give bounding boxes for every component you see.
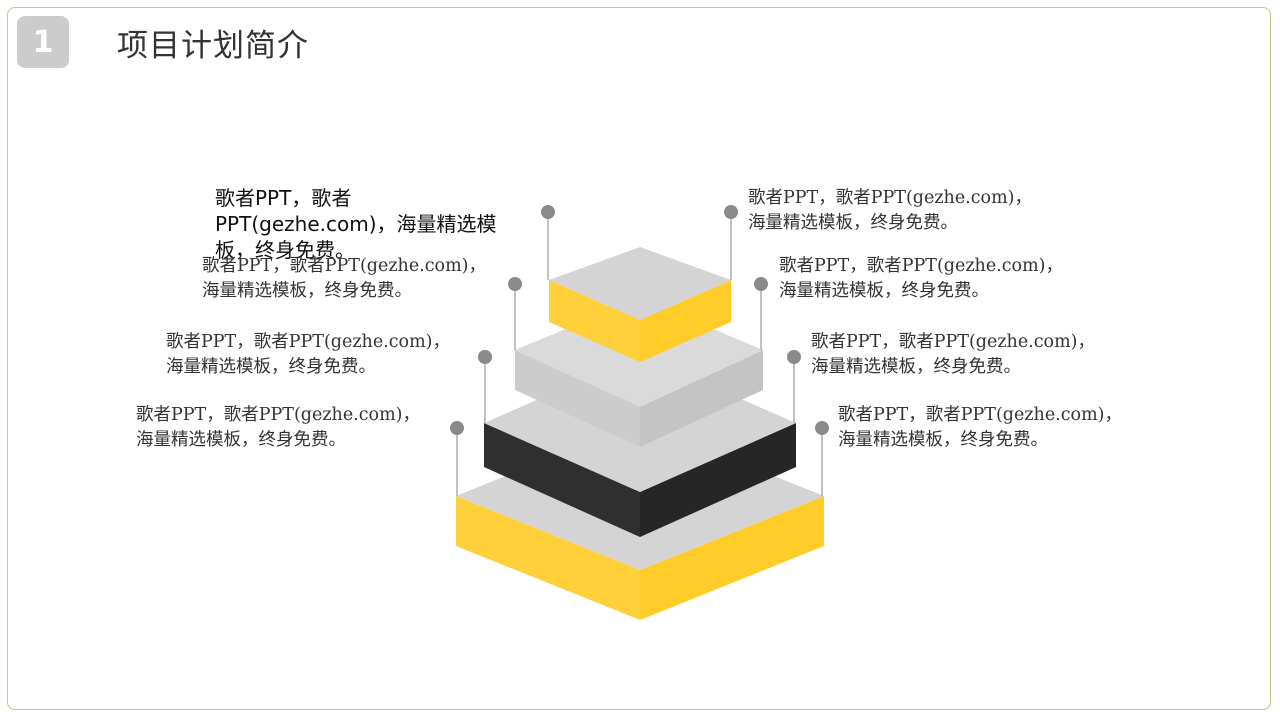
label-right-top: 歌者PPT，歌者PPT(gezhe.com)，海量精选模板，终身免费。 [748, 188, 1032, 233]
layer-top [549, 247, 731, 362]
slide-frame [7, 7, 1271, 710]
layer-bottom-left-face [456, 496, 640, 620]
layer-second-left-face [515, 350, 640, 447]
overlay-label: 歌者PPT，歌者PPT(gezhe.com)，海量精选模板，终身免费。 [215, 186, 497, 262]
dot-bottom-right [815, 421, 829, 435]
connectors [456, 212, 823, 496]
page-title: 项目计划简介 [117, 28, 309, 64]
layer-third-right-face [640, 423, 796, 537]
label-left-third: 歌者PPT，歌者PPT(gezhe.com)，海量精选模板，终身免费。 [166, 332, 450, 377]
dot-top-right [724, 205, 738, 219]
dot-third-left [478, 350, 492, 364]
label-right-third: 歌者PPT，歌者PPT(gezhe.com)，海量精选模板，终身免费。 [811, 332, 1095, 377]
label-left-bottom: 歌者PPT，歌者PPT(gezhe.com)，海量精选模板，终身免费。 [136, 405, 420, 450]
label-right-second: 歌者PPT，歌者PPT(gezhe.com)，海量精选模板，终身免费。 [779, 256, 1063, 301]
layer-second-right-face [640, 350, 763, 447]
layer-bottom-right-face [640, 496, 824, 620]
connector-dots [450, 205, 829, 435]
dot-bottom-left [450, 421, 464, 435]
dot-top-left [541, 205, 555, 219]
layer-third-left-face [484, 423, 640, 537]
layer-top-right-face [640, 280, 731, 362]
section-number-badge: 1 [17, 16, 69, 68]
label-right-bottom: 歌者PPT，歌者PPT(gezhe.com)，海量精选模板，终身免费。 [838, 405, 1122, 450]
layer-top-left-face [549, 280, 640, 362]
layer-top-top-face [549, 247, 731, 320]
dot-second-right [754, 277, 768, 291]
label-left-second: 歌者PPT，歌者PPT(gezhe.com)，海量精选模板，终身免费。 [202, 256, 486, 301]
dot-second-left [508, 277, 522, 291]
dot-third-right [787, 350, 801, 364]
